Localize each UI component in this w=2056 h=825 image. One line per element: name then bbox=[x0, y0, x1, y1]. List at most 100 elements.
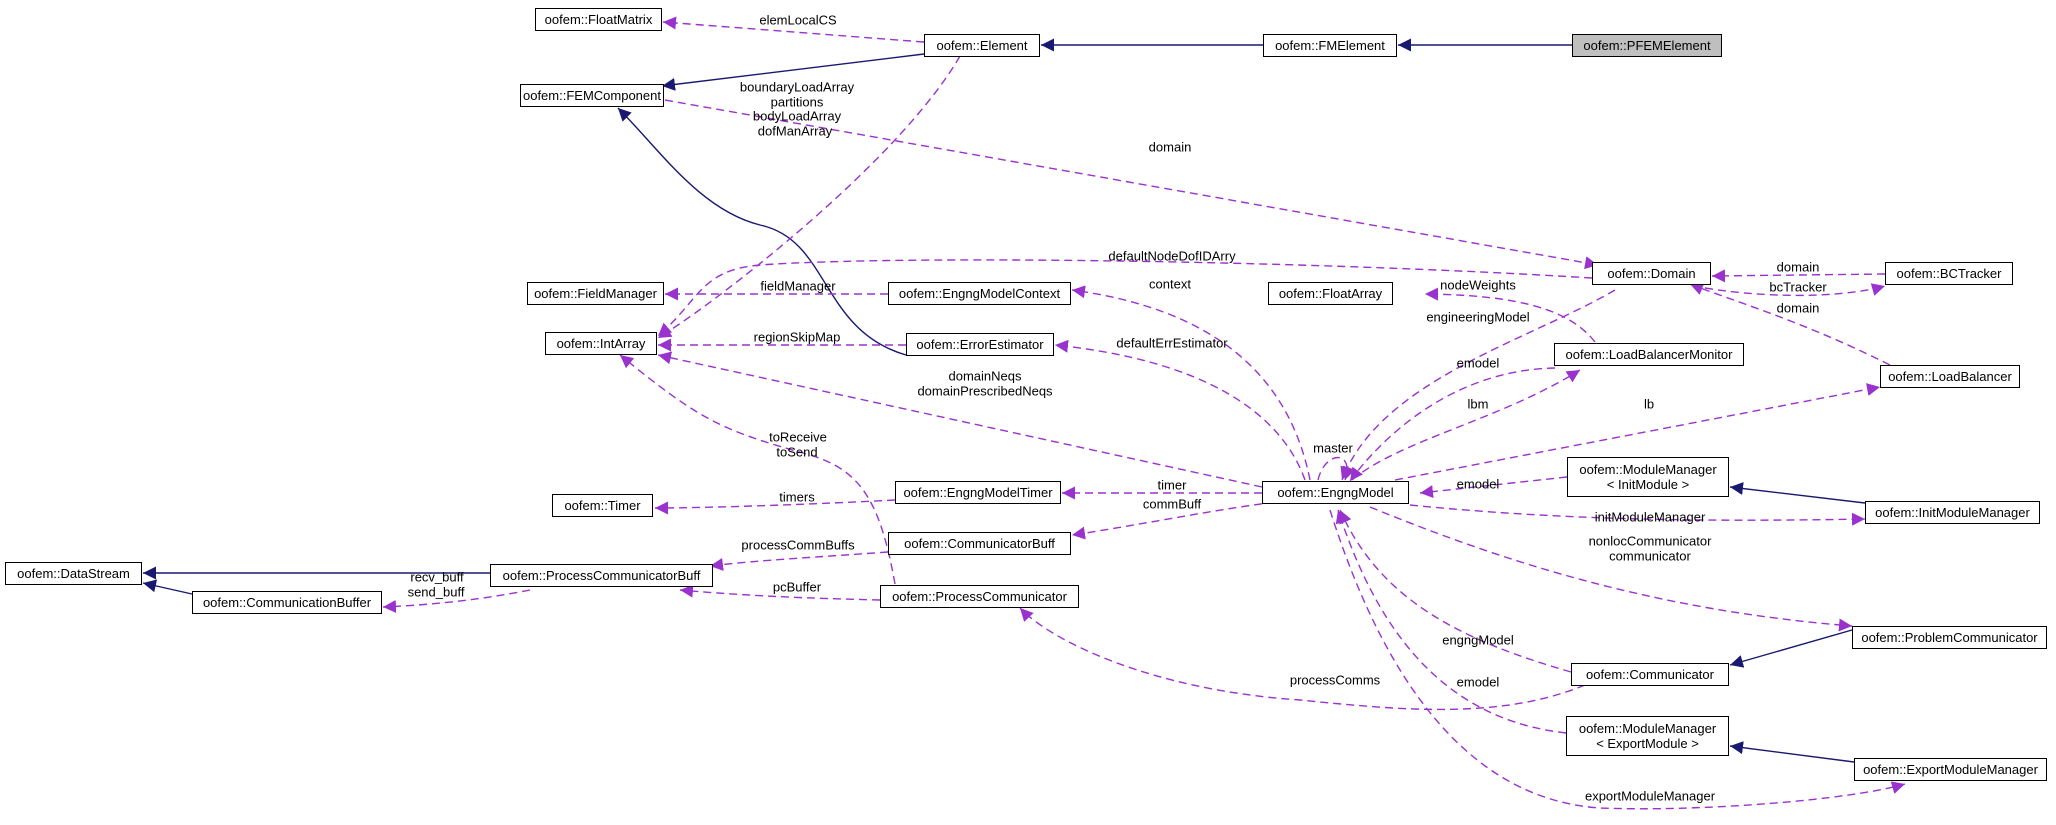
edge-label: exportModuleManager bbox=[1584, 788, 1716, 804]
edge-label: processComms bbox=[1289, 672, 1381, 688]
node-label: oofem::FMElement bbox=[1275, 38, 1385, 53]
edge-label: engngModel bbox=[1442, 632, 1514, 648]
edge-master-self bbox=[1317, 456, 1356, 481]
node-modulemanager-init[interactable]: oofem::ModuleManager< InitModule > bbox=[1567, 457, 1729, 497]
node-communicationbuffer[interactable]: oofem::CommunicationBuffer bbox=[192, 591, 382, 614]
edge-label: lb bbox=[1643, 396, 1655, 412]
node-processcommunicator[interactable]: oofem::ProcessCommunicator bbox=[880, 585, 1079, 608]
edge-exportmodulemanager-to-modulemanager bbox=[1729, 741, 1855, 763]
node-label: oofem::ExportModuleManager bbox=[1863, 762, 2038, 777]
node-engngmodeltimer[interactable]: oofem::EngngModelTimer bbox=[895, 481, 1061, 504]
edge-communicator-to-engngmodel bbox=[1339, 509, 1572, 673]
edge-label: emodel bbox=[1456, 355, 1500, 371]
node-engngmodel[interactable]: oofem::EngngModel bbox=[1262, 481, 1409, 504]
edge-engngmodel-to-commbuff bbox=[1071, 501, 1276, 540]
node-exportmodulemanager[interactable]: oofem::ExportModuleManager bbox=[1854, 758, 2047, 781]
edge-label: recv_buff bbox=[410, 569, 464, 585]
edge-lbm-emodel bbox=[1349, 367, 1556, 482]
node-communicatorbuff[interactable]: oofem::CommunicatorBuff bbox=[888, 532, 1071, 555]
node-floatarray[interactable]: oofem::FloatArray bbox=[1268, 282, 1393, 305]
node-errorestimator[interactable]: oofem::ErrorEstimator bbox=[906, 333, 1054, 356]
edge-pcb-to-commbuffer bbox=[382, 589, 531, 613]
edge-engngmodeltimer-to-timer bbox=[654, 499, 896, 515]
node-label: oofem::ProblemCommunicator bbox=[1861, 630, 2038, 645]
edge-element-to-intarray bbox=[657, 55, 961, 339]
node-label-line1: oofem::ModuleManager bbox=[1579, 462, 1717, 477]
node-engngmodelcontext[interactable]: oofem::EngngModelContext bbox=[888, 282, 1071, 305]
edge-engngmodel-to-errorestimator bbox=[1054, 339, 1306, 481]
edge-label: regionSkipMap bbox=[753, 329, 841, 345]
edge-engngmodel-to-context bbox=[1071, 285, 1311, 481]
node-label: oofem::ProcessCommunicator bbox=[892, 589, 1067, 604]
edge-label: master bbox=[1313, 440, 1353, 456]
node-label: oofem::ErrorEstimator bbox=[916, 337, 1044, 352]
node-loadbalancermonitor[interactable]: oofem::LoadBalancerMonitor bbox=[1554, 343, 1744, 366]
edge-label: lbm bbox=[1467, 396, 1489, 412]
edge-femcomponent-to-domain bbox=[664, 99, 1599, 270]
edge-label: context bbox=[1149, 276, 1191, 292]
node-communicator[interactable]: oofem::Communicator bbox=[1571, 663, 1729, 686]
edge-lbm-to-floatarray bbox=[1424, 287, 1596, 343]
node-label: oofem::CommunicatorBuff bbox=[904, 536, 1055, 551]
edge-label: toSend bbox=[776, 444, 818, 460]
edge-label: initModuleManager bbox=[1594, 509, 1706, 525]
node-processcommunicatorbuff[interactable]: oofem::ProcessCommunicatorBuff bbox=[490, 564, 713, 587]
edge-label: bodyLoadArray bbox=[752, 108, 842, 124]
node-label: oofem::BCTracker bbox=[1896, 266, 2002, 281]
edge-problemcommunicator-to-communicator bbox=[1729, 629, 1853, 668]
edge-initmodulemanager-to-modulemanager bbox=[1729, 482, 1866, 504]
node-label: oofem::Element bbox=[936, 38, 1028, 53]
edge-communicationbuffer-to-datastream bbox=[142, 579, 193, 595]
node-domain[interactable]: oofem::Domain bbox=[1592, 262, 1711, 285]
edge-modulemanager-export-emodel bbox=[1335, 509, 1567, 734]
node-label: oofem::IntArray bbox=[556, 336, 646, 351]
edge-label: boundaryLoadArray bbox=[739, 79, 855, 95]
edge-domain-to-intarray bbox=[657, 259, 1593, 337]
node-femcomponent[interactable]: oofem::FEMComponent bbox=[520, 84, 664, 107]
edge-label: domainNeqs bbox=[948, 368, 1022, 384]
edge-label: commBuff bbox=[1142, 496, 1202, 512]
node-label: oofem::EngngModelTimer bbox=[903, 485, 1053, 500]
edge-engngmodel-to-lb bbox=[1394, 383, 1881, 481]
edge-engngmodel-to-initmodulemanager bbox=[1409, 504, 1866, 526]
node-timer[interactable]: oofem::Timer bbox=[552, 494, 653, 517]
node-bctracker[interactable]: oofem::BCTracker bbox=[1885, 262, 2013, 285]
edge-label: processCommBuffs bbox=[741, 537, 855, 553]
node-label: oofem::FieldManager bbox=[534, 286, 657, 301]
edge-engngmodel-to-modulemanager-init bbox=[1419, 476, 1568, 499]
node-element[interactable]: oofem::Element bbox=[924, 34, 1040, 57]
edge-errorestimator-to-femcomponent bbox=[617, 107, 907, 356]
node-pfemelement[interactable]: oofem::PFEMElement bbox=[1572, 34, 1722, 57]
edge-domain-to-engngmodel bbox=[1340, 289, 1616, 481]
node-label: oofem::FEMComponent bbox=[522, 88, 661, 103]
node-label: oofem::LoadBalancerMonitor bbox=[1565, 347, 1733, 362]
node-label: oofem::LoadBalancer bbox=[1888, 369, 2012, 384]
node-initmodulemanager[interactable]: oofem::InitModuleManager bbox=[1865, 501, 2040, 524]
edge-engngmodel-to-problemcommunicator bbox=[1369, 506, 1853, 632]
node-fmelement[interactable]: oofem::FMElement bbox=[1263, 34, 1397, 57]
edge-label: domainPrescribedNeqs bbox=[917, 383, 1053, 399]
node-intarray[interactable]: oofem::IntArray bbox=[545, 332, 657, 355]
node-modulemanager-export[interactable]: oofem::ModuleManager< ExportModule > bbox=[1566, 716, 1729, 756]
node-problemcommunicator[interactable]: oofem::ProblemCommunicator bbox=[1852, 626, 2047, 649]
node-label: oofem::EngngModel bbox=[1277, 485, 1394, 500]
node-label: oofem::FloatMatrix bbox=[544, 12, 653, 27]
node-label: oofem::PFEMElement bbox=[1583, 38, 1711, 53]
node-label-line2: < ExportModule > bbox=[1596, 736, 1699, 751]
node-fieldmanager[interactable]: oofem::FieldManager bbox=[527, 282, 664, 305]
node-label: oofem::CommunicationBuffer bbox=[202, 595, 372, 610]
edge-label: emodel bbox=[1456, 674, 1500, 690]
node-loadbalancer[interactable]: oofem::LoadBalancer bbox=[1880, 365, 2020, 388]
node-datastream[interactable]: oofem::DataStream bbox=[5, 562, 142, 585]
edge-label: engineeringModel bbox=[1426, 309, 1530, 325]
node-label: oofem::Domain bbox=[1607, 266, 1696, 281]
edge-label: timer bbox=[1157, 477, 1187, 493]
edge-processcommunicator-to-intarray bbox=[619, 354, 896, 585]
node-floatmatrix[interactable]: oofem::FloatMatrix bbox=[535, 8, 662, 31]
edge-label: timers bbox=[779, 489, 815, 505]
node-label: oofem::DataStream bbox=[17, 566, 130, 581]
edge-element-to-femcomponent bbox=[661, 53, 925, 91]
edge-label: partitions bbox=[770, 94, 824, 110]
edge-communicator-to-processcommunicator bbox=[1019, 607, 1586, 711]
